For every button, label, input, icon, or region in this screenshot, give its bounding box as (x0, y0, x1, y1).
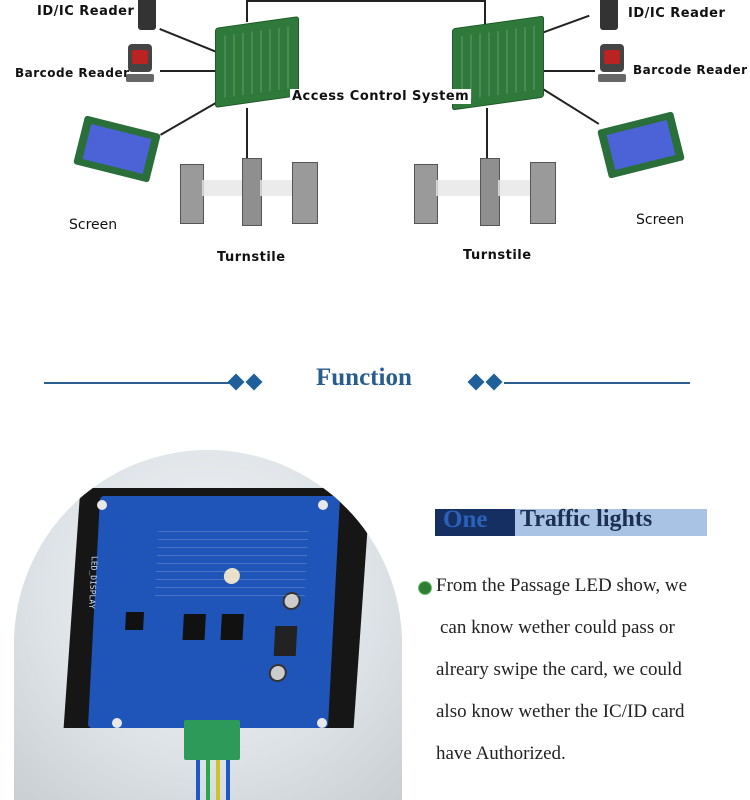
header-left-diamond-icon-2 (245, 373, 263, 391)
right-turnstile-icon (414, 158, 564, 228)
left-screen-label: Screen (69, 217, 118, 233)
header-right-rule (504, 382, 690, 384)
header-left-rule (44, 382, 234, 384)
right-id-reader-icon (600, 0, 618, 30)
access-control-system-label: Access Control System (290, 89, 472, 104)
header-right-diamond-icon (467, 373, 485, 391)
left-turnstile-icon (180, 158, 330, 228)
left-id-reader-icon (138, 0, 156, 30)
left-barcode-reader-label: Barcode Reader (15, 66, 130, 80)
feature-line-1: From the Passage LED show, we (436, 575, 688, 596)
right-turnstile-label: Turnstile (463, 248, 532, 263)
right-barcode-reader-icon (598, 44, 626, 84)
function-title: Function (316, 364, 412, 391)
feature-number-word: One (443, 506, 488, 533)
header-right-diamond-icon-2 (485, 373, 503, 391)
bullet-dot-icon (418, 581, 432, 595)
header-left-diamond-icon (227, 373, 245, 391)
traffic-light-board-photo: LED_DISPLAY (14, 450, 402, 800)
feature-line-5: have Authorized. (436, 743, 566, 764)
feature-line-2: can know wether could pass or (440, 617, 675, 638)
feature-line-4: also know wether the IC/ID card (436, 701, 685, 722)
feature-number-box (435, 509, 515, 536)
left-controller-board (215, 16, 299, 108)
left-turnstile-label: Turnstile (217, 250, 286, 265)
right-id-reader-label: ID/IC Reader (628, 6, 726, 21)
pcb-silkscreen-label: LED_DISPLAY (87, 556, 99, 609)
left-lcd-screen-icon (73, 115, 161, 183)
left-barcode-reader-icon (126, 44, 154, 84)
right-barcode-reader-label: Barcode Reader (633, 63, 748, 77)
feature-line-3: alreary swipe the card, we could (436, 659, 682, 680)
feature-title: Traffic lights (520, 506, 653, 532)
left-id-reader-label: ID/IC Reader (37, 4, 135, 19)
right-lcd-screen-icon (597, 111, 685, 179)
right-screen-label: Screen (636, 212, 685, 228)
led-display-pcb: LED_DISPLAY (87, 496, 341, 728)
